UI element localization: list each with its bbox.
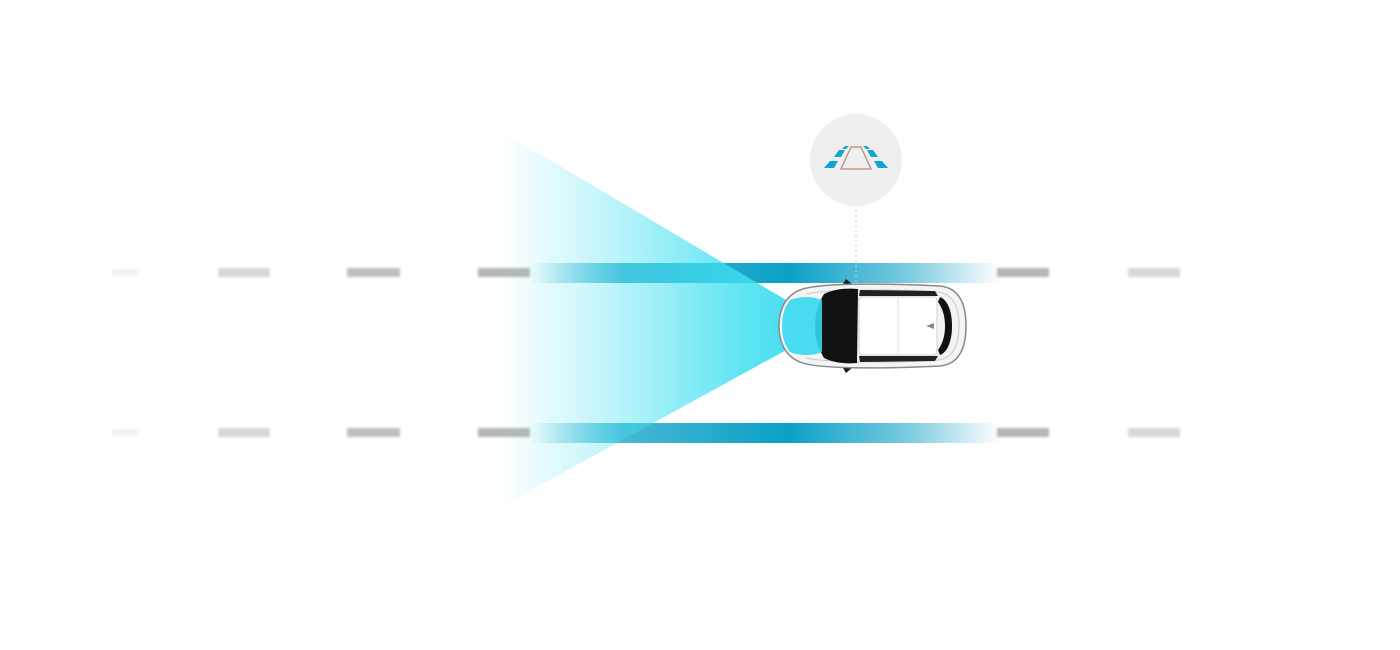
car-top-view — [778, 279, 967, 373]
lane-keeping-assist-icon — [810, 114, 902, 206]
detected-lane-line-lower — [530, 423, 1000, 443]
camera-field-of-view — [440, 95, 830, 540]
